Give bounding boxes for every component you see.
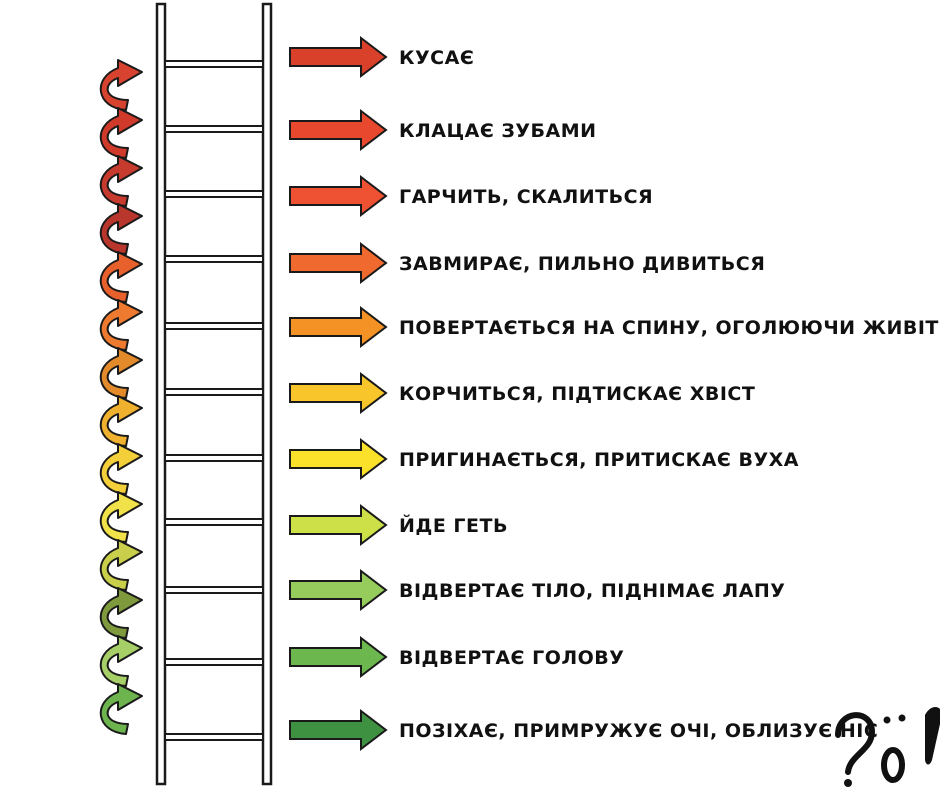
- curl-arrow: [99, 587, 143, 639]
- step-label: ГАРЧИТЬ, СКАЛИТЬСЯ: [399, 186, 653, 208]
- curl-arrow: [99, 539, 143, 591]
- logo-question-hook: [835, 712, 876, 775]
- upward-curl-arrows: [99, 59, 143, 735]
- curl-arrow: [99, 683, 143, 735]
- ladder-right-rail: [261, 2, 273, 786]
- ladder-rung: [164, 658, 264, 666]
- step-arrow: [289, 371, 388, 415]
- ladder-rung: [164, 733, 264, 741]
- step-arrow: [289, 305, 388, 349]
- step-label: ЗАВМИРАЄ, ПИЛЬНО ДИВИТЬСЯ: [399, 253, 765, 275]
- escalation-step: ЙДЕ ГЕТЬ: [289, 503, 508, 547]
- logo-drop: [925, 707, 940, 765]
- escalation-step: ГАРЧИТЬ, СКАЛИТЬСЯ: [289, 174, 653, 218]
- ladder-rung: [164, 125, 264, 133]
- ladder-rung: [164, 454, 264, 462]
- step-label: ВІДВЕРТАЄ ТІЛО, ПІДНІМАЄ ЛАПУ: [399, 580, 785, 602]
- curl-arrow: [99, 203, 143, 255]
- escalation-step: ПОВЕРТАЄТЬСЯ НА СПИНУ, ОГОЛЮЮЧИ ЖИВІТ: [289, 305, 939, 349]
- brand-logo: [835, 707, 940, 787]
- ladder-rungs: [164, 60, 264, 741]
- curl-arrow: [99, 635, 143, 687]
- step-label: КЛАЦАЄ ЗУБАМИ: [399, 120, 597, 142]
- curl-arrow: [99, 443, 143, 495]
- step-label: ВІДВЕРТАЄ ГОЛОВУ: [399, 647, 624, 669]
- escalation-step: ЗАВМИРАЄ, ПИЛЬНО ДИВИТЬСЯ: [289, 241, 765, 285]
- ladder: [155, 2, 273, 786]
- step-label: ПРИГИНАЄТЬСЯ, ПРИТИСКАЄ ВУХА: [399, 449, 799, 471]
- escalation-step: ВІДВЕРТАЄ ГОЛОВУ: [289, 635, 624, 679]
- escalation-step: ВІДВЕРТАЄ ТІЛО, ПІДНІМАЄ ЛАПУ: [289, 568, 785, 612]
- escalation-step: ПОЗІХАЄ, ПРИМРУЖУЄ ОЧІ, ОБЛИЗУЄ НІС: [289, 708, 878, 752]
- escalation-step: ПРИГИНАЄТЬСЯ, ПРИТИСКАЄ ВУХА: [289, 437, 799, 481]
- step-label: ЙДЕ ГЕТЬ: [399, 514, 508, 537]
- logo-eye-right: [898, 714, 906, 722]
- step-label: ПОВЕРТАЄТЬСЯ НА СПИНУ, ОГОЛЮЮЧИ ЖИВІТ: [399, 317, 939, 339]
- ladder-rung: [164, 190, 264, 198]
- step-arrow: [289, 241, 388, 285]
- escalation-step: КЛАЦАЄ ЗУБАМИ: [289, 108, 597, 152]
- curl-arrow: [99, 155, 143, 207]
- ladder-rung: [164, 60, 264, 68]
- ladder-rung: [164, 586, 264, 594]
- step-label: КОРЧИТЬСЯ, ПІДТИСКАЄ ХВІСТ: [399, 383, 755, 405]
- curl-arrow: [99, 59, 143, 111]
- step-arrow: [289, 108, 388, 152]
- ladder-rung: [164, 322, 264, 330]
- logo-o: [881, 747, 905, 783]
- step-arrow: [289, 35, 388, 79]
- step-arrow: [289, 635, 388, 679]
- escalation-step: КУСАЄ: [289, 35, 474, 79]
- ladder-rung: [164, 518, 264, 526]
- logo-eye-left: [883, 716, 891, 724]
- escalation-step: КОРЧИТЬСЯ, ПІДТИСКАЄ ХВІСТ: [289, 371, 755, 415]
- ladder-rung: [164, 388, 264, 396]
- escalation-steps: КУСАЄ КЛАЦАЄ ЗУБАМИ ГАРЧИТЬ, СКАЛИТЬСЯ ЗАВМ…: [289, 35, 939, 752]
- step-arrow: [289, 708, 388, 752]
- logo-dot: [844, 779, 852, 787]
- curl-arrow: [99, 107, 143, 159]
- step-arrow: [289, 503, 388, 547]
- step-arrow: [289, 437, 388, 481]
- step-label: КУСАЄ: [399, 47, 474, 69]
- step-arrow: [289, 568, 388, 612]
- ladder-left-rail: [155, 2, 167, 786]
- curl-arrow: [99, 299, 143, 351]
- curl-arrow: [99, 347, 143, 399]
- step-label: ПОЗІХАЄ, ПРИМРУЖУЄ ОЧІ, ОБЛИЗУЄ НІС: [399, 720, 878, 742]
- step-arrow: [289, 174, 388, 218]
- curl-arrow: [99, 395, 143, 447]
- ladder-rung: [164, 255, 264, 263]
- curl-arrow: [99, 491, 143, 543]
- curl-arrow: [99, 251, 143, 303]
